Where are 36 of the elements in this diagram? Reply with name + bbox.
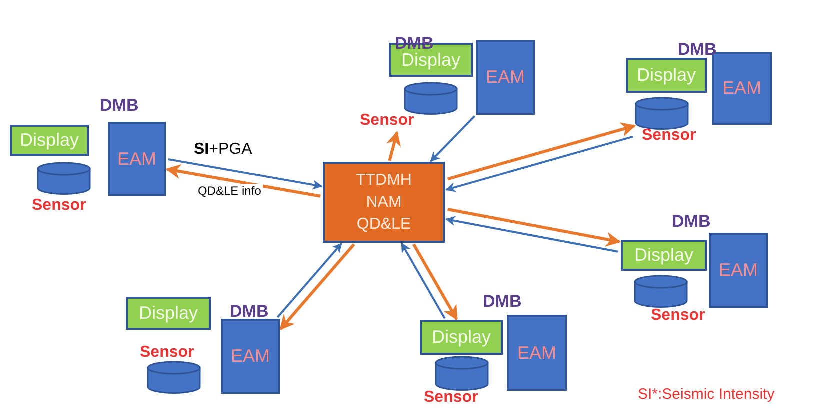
sensor-label: Sensor	[651, 307, 706, 325]
sensor-label: Sensor	[32, 197, 86, 215]
display-box: Display	[621, 240, 707, 271]
display-box: Display	[626, 58, 707, 93]
arrow	[430, 116, 476, 162]
arrow	[412, 244, 458, 321]
device-label: DMB	[672, 212, 711, 232]
display-box: Display	[126, 297, 211, 330]
arrow	[445, 136, 634, 192]
display-box: Display	[420, 320, 503, 355]
footnote: SI*:Seismic Intensity	[638, 386, 775, 403]
eam-box: EAM	[108, 122, 166, 196]
eam-box: EAM	[476, 40, 535, 115]
arrow	[386, 131, 401, 162]
arrow	[166, 164, 321, 198]
sensor-label: Sensor	[642, 127, 696, 145]
eam-box: EAM	[709, 233, 768, 308]
device-label: DMB	[483, 292, 522, 312]
arrow	[280, 244, 356, 330]
device-label: DMB	[230, 302, 269, 322]
eam-box: EAM	[221, 319, 280, 394]
server-box: TTDMH NAM QD&LE	[323, 162, 445, 243]
arrow	[168, 158, 323, 190]
display-box: Display	[10, 125, 89, 156]
eam-box: EAM	[712, 52, 772, 125]
arrow	[447, 122, 636, 181]
sensor-label: Sensor	[360, 112, 414, 130]
arrow	[276, 243, 342, 318]
device-label: DMB	[100, 96, 139, 116]
sensor-label: Sensor	[424, 389, 478, 407]
eam-box: EAM	[507, 315, 567, 391]
arrow	[445, 216, 618, 253]
arrow	[401, 242, 446, 320]
edge-label: QD&LE info	[196, 184, 264, 198]
sensor-label: Sensor	[140, 344, 194, 362]
arrow	[448, 208, 622, 247]
